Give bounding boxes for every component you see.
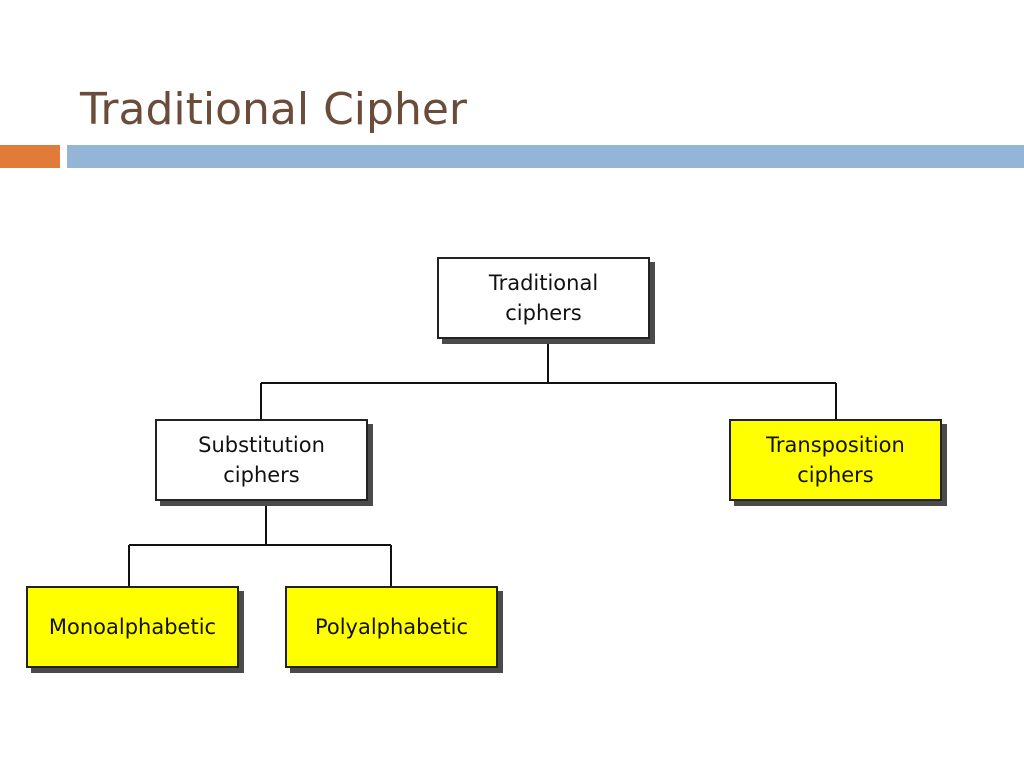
title-accent-bar-blue (67, 145, 1024, 168)
node-label: Monoalphabetic (48, 615, 217, 639)
node-label: Polyalphabetic (314, 615, 469, 639)
slide-title: Traditional Cipher (80, 84, 467, 135)
title-accent-bar-orange (0, 145, 60, 168)
node-polyalphabetic: Polyalphabetic (285, 586, 498, 668)
node-monoalphabetic: Monoalphabetic (26, 586, 239, 668)
